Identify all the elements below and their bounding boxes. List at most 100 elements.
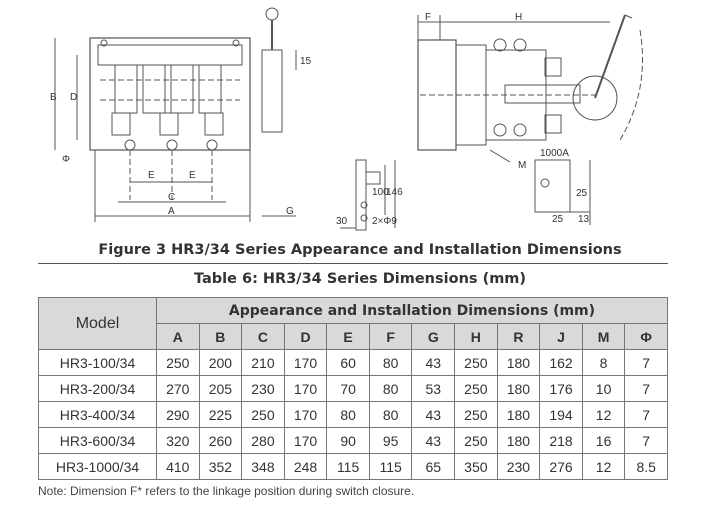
dimension-cell: 170 <box>283 375 328 402</box>
dimension-cell: 230 <box>496 453 541 480</box>
model-cell: HR3-200/34 <box>38 375 157 402</box>
dimension-cell: 200 <box>198 349 243 376</box>
label-A: A <box>168 206 175 217</box>
dimension-cell: 250 <box>454 401 498 428</box>
dimension-cell: 80 <box>368 349 413 376</box>
dimension-cell: 250 <box>454 427 498 454</box>
label-M: M <box>518 160 526 171</box>
column-header: D <box>283 323 328 350</box>
dimensions-table: Model Appearance and Installation Dimens… <box>38 297 668 480</box>
label-D: D <box>70 92 77 103</box>
column-header: R <box>496 323 541 350</box>
label-holes: 2×Φ9 <box>372 216 397 227</box>
dimension-cell: 250 <box>156 349 200 376</box>
bracket-view <box>340 159 396 231</box>
dimension-cell: 348 <box>241 453 285 480</box>
dimension-cell: 90 <box>326 427 370 454</box>
label-25a: 25 <box>576 188 588 199</box>
dimension-cell: 8.5 <box>624 453 668 480</box>
figure-caption: Figure 3 HR3/34 Series Appearance and In… <box>98 242 622 258</box>
column-header: J <box>539 323 583 350</box>
label-146: 146 <box>386 187 403 198</box>
label-phi: Φ <box>62 154 70 165</box>
model-header: Model <box>38 297 157 350</box>
dimension-cell: 60 <box>326 349 370 376</box>
label-F: F <box>425 12 431 23</box>
label-15: 15 <box>300 56 312 67</box>
label-H: H <box>515 12 522 23</box>
dimension-cell: 352 <box>198 453 243 480</box>
dimension-cell: 170 <box>283 349 328 376</box>
label-E1: E <box>148 170 155 181</box>
dimension-cell: 250 <box>454 349 498 376</box>
model-cell: HR3-600/34 <box>38 427 157 454</box>
label-100: 100 <box>372 187 389 198</box>
dimension-cell: 80 <box>368 401 413 428</box>
table-caption: Table 6: HR3/34 Series Dimensions (mm) <box>193 271 527 287</box>
dimension-cell: 225 <box>198 401 243 428</box>
divider <box>38 263 668 264</box>
dimension-cell: 65 <box>411 453 456 480</box>
dimension-cell: 115 <box>326 453 370 480</box>
label-C: C <box>168 192 175 203</box>
footnote: Note: Dimension F* refers to the linkage… <box>38 484 415 498</box>
installation-drawing: B D E E C A G Φ 15 F H M 1000A 25 25 13 … <box>50 7 643 231</box>
dimension-cell: 180 <box>496 401 541 428</box>
label-G: G <box>286 206 294 217</box>
dimension-cell: 230 <box>241 375 285 402</box>
label-B: B <box>50 92 57 103</box>
front-view <box>54 7 297 222</box>
label-1000A: 1000A <box>540 148 569 159</box>
dimension-cell: 180 <box>496 349 541 376</box>
dimension-cell: 250 <box>454 375 498 402</box>
dimension-cell: 410 <box>156 453 200 480</box>
dimension-cell: 53 <box>411 375 456 402</box>
dimension-cell: 248 <box>283 453 328 480</box>
dimension-cell: 43 <box>411 427 456 454</box>
dimension-cell: 43 <box>411 401 456 428</box>
column-header: Φ <box>624 323 668 350</box>
column-header: M <box>581 323 626 350</box>
column-header: C <box>241 323 285 350</box>
dimension-cell: 80 <box>326 401 370 428</box>
dimension-cell: 350 <box>454 453 498 480</box>
label-25b: 25 <box>552 214 564 225</box>
column-header: F <box>368 323 413 350</box>
dimension-cell: 218 <box>539 427 583 454</box>
model-cell: HR3-100/34 <box>38 349 157 376</box>
column-header: G <box>411 323 456 350</box>
dimension-cell: 43 <box>411 349 456 376</box>
dimension-cell: 10 <box>581 375 626 402</box>
model-cell: HR3-1000/34 <box>38 453 157 480</box>
dimension-cell: 12 <box>581 453 626 480</box>
group-header: Appearance and Installation Dimensions (… <box>156 297 668 324</box>
dimension-cell: 194 <box>539 401 583 428</box>
column-header: B <box>198 323 243 350</box>
dimension-cell: 70 <box>326 375 370 402</box>
dimension-cell: 250 <box>241 401 285 428</box>
dimension-cell: 16 <box>581 427 626 454</box>
column-header: H <box>454 323 498 350</box>
dimension-cell: 205 <box>198 375 243 402</box>
dimension-cell: 276 <box>539 453 583 480</box>
side-view <box>417 14 643 225</box>
dimension-cell: 115 <box>368 453 413 480</box>
dimension-cell: 210 <box>241 349 285 376</box>
dimension-cell: 95 <box>368 427 413 454</box>
dimension-cell: 7 <box>624 401 668 428</box>
dimension-cell: 7 <box>624 427 668 454</box>
label-30: 30 <box>336 216 348 227</box>
dimension-cell: 260 <box>198 427 243 454</box>
dimension-cell: 290 <box>156 401 200 428</box>
dimension-cell: 8 <box>581 349 626 376</box>
dimension-cell: 80 <box>368 375 413 402</box>
label-E2: E <box>189 170 196 181</box>
dimension-cell: 270 <box>156 375 200 402</box>
dimension-cell: 320 <box>156 427 200 454</box>
dimension-cell: 162 <box>539 349 583 376</box>
